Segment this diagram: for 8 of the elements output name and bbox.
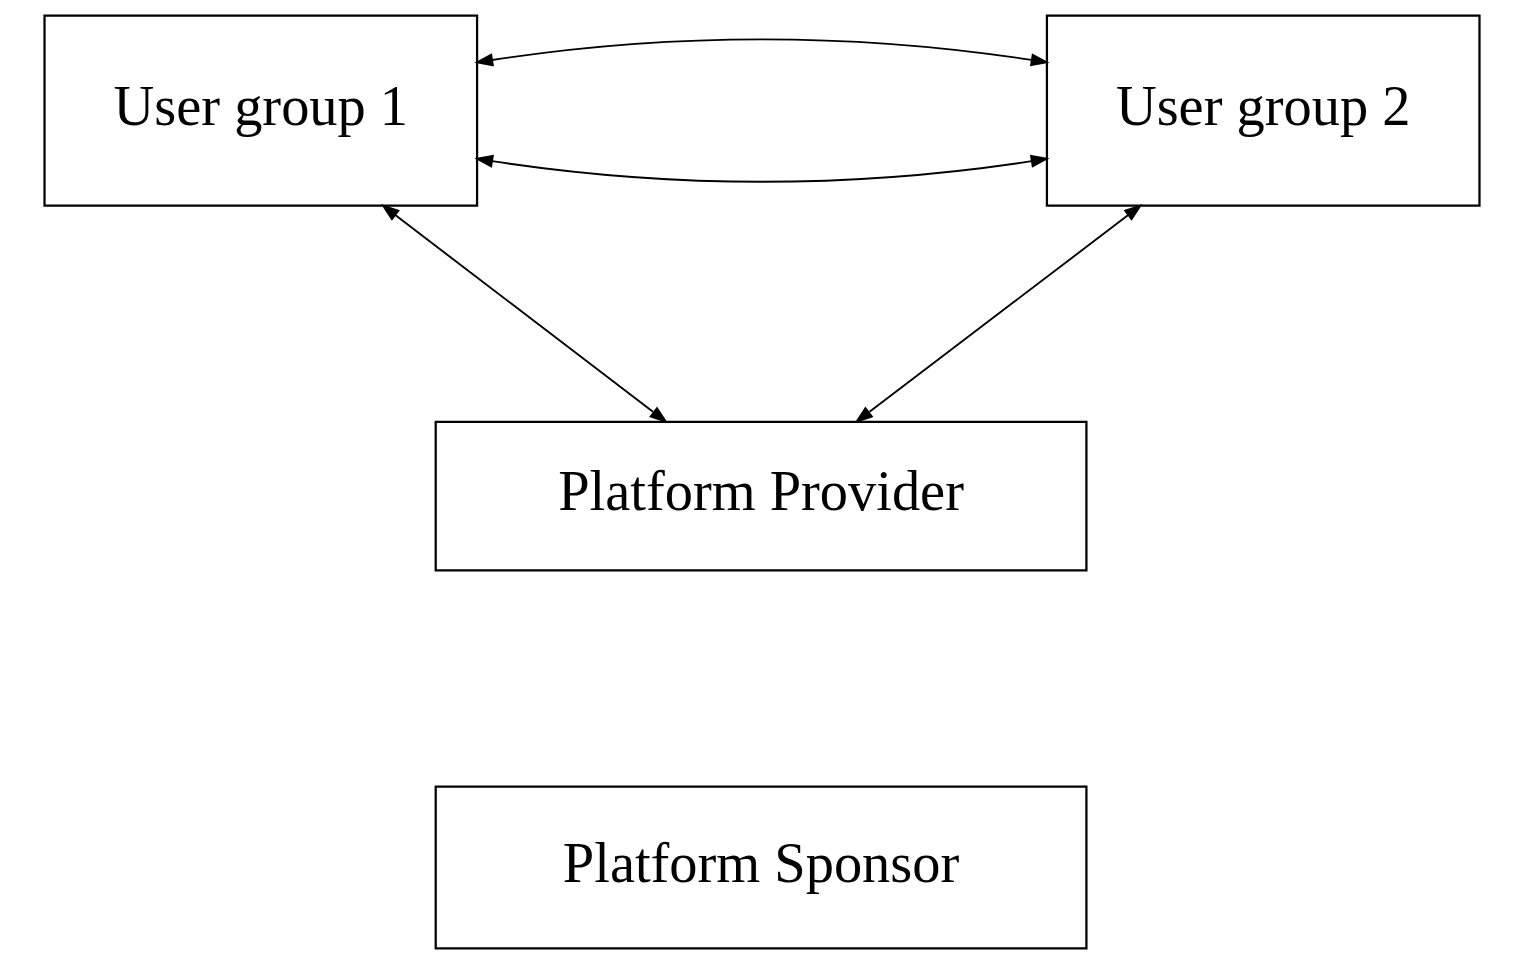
arrow [474,38,1050,67]
node-box: User group 2 [1045,14,1481,207]
arrow [854,204,1143,424]
arrow [474,154,1050,183]
node-box: User group 1 [43,14,479,207]
arrow [380,204,669,424]
node-box: Platform Sponsor [434,785,1088,950]
node-box: Platform Provider [434,420,1088,572]
